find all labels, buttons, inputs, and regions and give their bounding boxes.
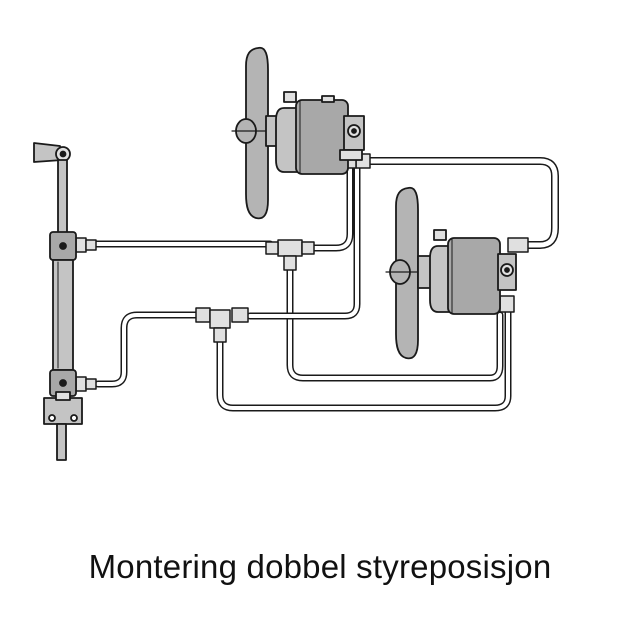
pump-body-upper — [275, 107, 301, 173]
piston-rod-top — [57, 159, 68, 237]
pump-body-lower — [429, 245, 453, 313]
pipe-lower-main — [94, 164, 361, 388]
tee-lower-right — [231, 307, 249, 323]
pipe-upper-branch — [286, 254, 504, 382]
helm-pump-upper — [231, 46, 365, 220]
fitting-lower-helm-bottom — [499, 295, 515, 313]
tee-upper — [277, 239, 303, 257]
fitting-cyl-bot-2 — [85, 378, 97, 390]
pipe-lower-branch — [216, 308, 512, 412]
hydraulic-pipes — [92, 157, 559, 412]
tee-lower-center — [209, 309, 231, 329]
tee-upper-left — [265, 241, 279, 255]
diagram-caption: Montering dobbel styreposisjon — [88, 548, 552, 585]
tee-lower-down — [213, 327, 227, 343]
tee-upper-right — [301, 241, 315, 255]
fitting-lower-helm-right — [507, 237, 529, 253]
tee-upper-down — [283, 255, 297, 271]
piston-rod-bottom — [56, 423, 67, 461]
fitting-cyl-top-2 — [85, 239, 97, 251]
pipe-upper-main — [92, 161, 354, 252]
fitting-cyl-bot — [75, 376, 87, 392]
fitting-cyl-top — [75, 237, 87, 253]
steering-cylinder — [33, 142, 83, 461]
tee-lower-left — [195, 307, 211, 323]
pipe-helm-to-helm — [364, 157, 559, 249]
cylinder-barrel — [52, 259, 74, 371]
fittings — [75, 151, 529, 392]
wheel-upper — [245, 46, 269, 220]
helm-pump-lower — [385, 186, 517, 360]
